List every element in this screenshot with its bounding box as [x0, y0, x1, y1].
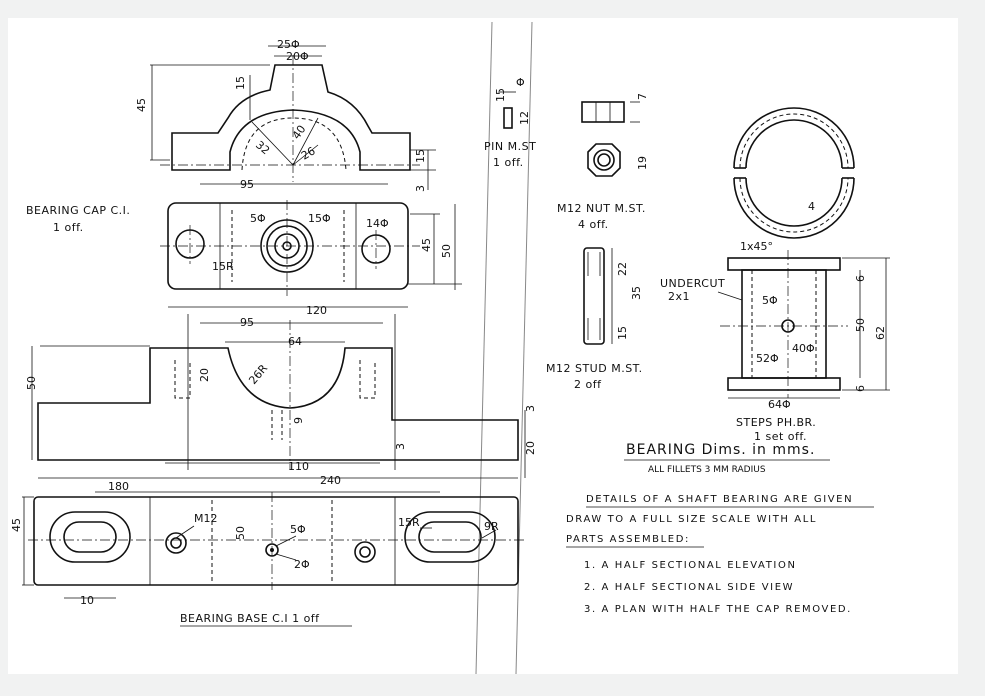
dim-cap-15: 15	[234, 76, 247, 90]
dim-stud-15: 15	[616, 326, 629, 340]
label-bearing-cap: BEARING CAP C.I.	[26, 204, 130, 217]
fillets-note: ALL FILLETS 3 MM RADIUS	[648, 465, 766, 475]
dim-base-20b: 20	[524, 441, 537, 455]
dim-step-50: 50	[854, 318, 867, 332]
dim-cap-26: 26	[299, 144, 318, 162]
bearing-cap-elevation	[150, 45, 436, 190]
label-nut: M12 NUT M.ST.	[557, 202, 646, 215]
dim-step-5: 5Φ	[762, 294, 778, 307]
dim-base-3: 3	[394, 443, 407, 450]
nut-drawing	[581, 101, 640, 177]
dim-cap-15r: 15R	[212, 260, 234, 273]
dim-base-110: 110	[288, 460, 309, 473]
dim-base-20: 20	[198, 368, 211, 382]
dim-cap-120: 120	[306, 304, 327, 317]
dim-nut-19: 19	[636, 156, 649, 170]
label-undercut-val: 2x1	[668, 290, 690, 303]
dim-step-62: 62	[874, 326, 887, 340]
dim-nut-7: 7	[636, 93, 649, 100]
dim-cap-45b: 45	[420, 238, 433, 252]
dim-stud-35: 35	[630, 286, 643, 300]
dim-step-64: 64Φ	[768, 398, 791, 411]
dim-cap-3: 3	[414, 185, 427, 192]
dim-base-240: 240	[320, 474, 341, 487]
label-stud: M12 STUD M.ST.	[546, 362, 643, 375]
dim-base-15r: 15R	[398, 516, 420, 529]
notes-heading-line3: PARTS ASSEMBLED:	[566, 534, 690, 545]
label-pin-qty: 1 off.	[493, 156, 524, 169]
dim-cap-15b: 15	[414, 149, 427, 163]
dim-step-1x45: 1x45°	[740, 240, 773, 253]
label-bearing-cap-qty: 1 off.	[53, 221, 84, 234]
bearing-base-elevation	[31, 314, 526, 479]
dim-base-180: 180	[108, 480, 129, 493]
label-steps-qty: 1 set off.	[754, 430, 807, 443]
dim-pin-12: 12	[518, 111, 531, 125]
stud-drawing	[583, 247, 613, 345]
dim-base-3b: 3	[524, 405, 537, 412]
dim-base-64: 64	[288, 335, 302, 348]
label-undercut: UNDERCUT	[660, 277, 725, 290]
dim-base-9: 9	[292, 417, 305, 424]
paper	[8, 18, 958, 674]
label-steps: STEPS PH.BR.	[736, 416, 816, 429]
dim-pin-d: Φ	[516, 76, 525, 89]
notes-heading-line2: DRAW TO A FULL SIZE SCALE WITH ALL	[566, 514, 817, 525]
dim-base-2: 2Φ	[294, 558, 310, 571]
dim-cap-15c: 15Φ	[308, 212, 331, 225]
dim-pin-15: 15	[494, 88, 507, 102]
notes-heading-line1: DETAILS OF A SHAFT BEARING ARE GIVEN	[586, 494, 853, 505]
bearing-cap-plan	[160, 200, 462, 308]
dim-cap-14: 14Φ	[366, 217, 389, 230]
dim-base-m12: M12	[194, 512, 218, 525]
dim-base-95: 95	[240, 316, 254, 329]
dim-cap-50: 50	[440, 244, 453, 258]
dim-base-10: 10	[80, 594, 94, 607]
label-bearing-base: BEARING BASE C.I 1 off	[180, 612, 320, 625]
steps-drawing	[717, 107, 890, 399]
dim-cap-95: 95	[240, 178, 254, 191]
dim-step-52: 52Φ	[756, 352, 779, 365]
notes-item-1: 1. A HALF SECTIONAL ELEVATION	[584, 560, 797, 571]
drawing-title: BEARING Dims. in mms.	[626, 442, 815, 458]
dim-base-50b: 50	[234, 526, 247, 540]
dim-stud-22: 22	[616, 262, 629, 276]
dim-base-9r: 9R	[484, 520, 499, 533]
dim-step-4: 4	[808, 200, 815, 213]
dim-step-6b: 6	[854, 385, 867, 392]
label-stud-qty: 2 off	[574, 378, 602, 391]
dim-cap-45: 45	[135, 98, 148, 112]
dim-cap-25: 25Φ	[277, 38, 300, 51]
dim-cap-5: 5Φ	[250, 212, 266, 225]
notes-item-3: 3. A PLAN WITH HALF THE CAP REMOVED.	[584, 604, 852, 615]
dim-cap-20: 20Φ	[286, 50, 309, 63]
dim-base-5: 5Φ	[290, 523, 306, 536]
dim-base-50: 50	[25, 376, 38, 390]
pin-drawing	[500, 91, 516, 129]
dim-step-6a: 6	[854, 275, 867, 282]
fold-line-1	[475, 21, 493, 675]
label-pin: PIN M.ST	[484, 140, 536, 153]
label-nut-qty: 4 off.	[578, 218, 609, 231]
dim-step-40: 40Φ	[792, 342, 815, 355]
dim-base-45: 45	[10, 518, 23, 532]
bearing-base-plan	[22, 491, 525, 599]
notes-item-2: 2. A HALF SECTIONAL SIDE VIEW	[584, 582, 794, 593]
